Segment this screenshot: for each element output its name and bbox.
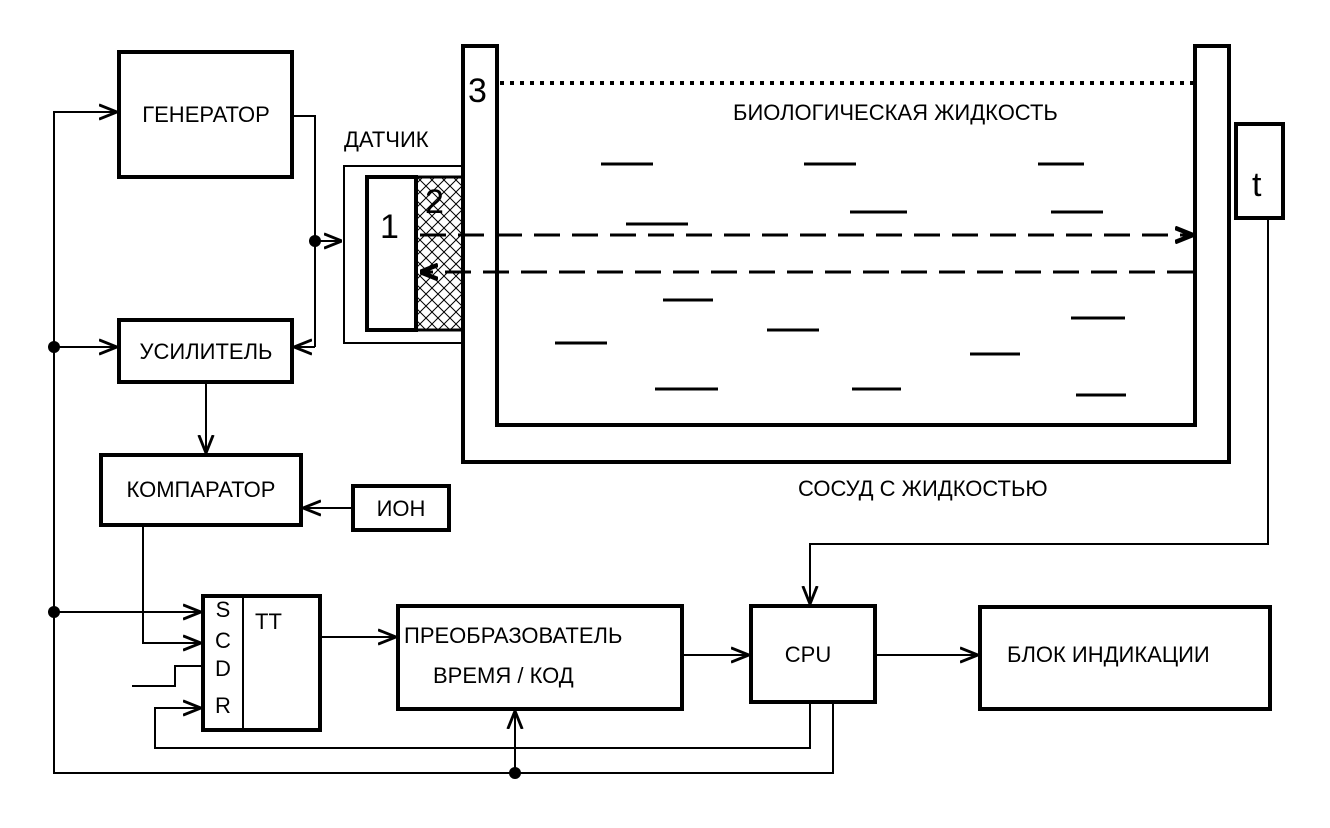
- level-marker-label: 3: [468, 72, 487, 110]
- converter-label-line1: ПРЕОБРАЗОВАТЕЛЬ: [404, 623, 622, 648]
- trigger-pin-s: S: [216, 597, 231, 622]
- matching-layer-label: 2: [425, 183, 444, 221]
- ion-block: ИОН: [351, 484, 451, 532]
- trigger-title: TT: [255, 609, 282, 634]
- thermometer-block: t: [1234, 122, 1285, 220]
- thermometer-label: t: [1252, 166, 1262, 204]
- comparator-label: КОМПАРАТОР: [127, 477, 276, 502]
- amplifier-block: УСИЛИТЕЛЬ: [117, 318, 294, 384]
- trigger-pin-r: R: [215, 693, 231, 718]
- sensor-label: ДАТЧИК: [344, 127, 429, 152]
- trigger-block: S C D R TT: [201, 594, 322, 732]
- display-block: БЛОК ИНДИКАЦИИ: [978, 605, 1272, 711]
- cpu-label: CPU: [785, 642, 831, 667]
- generator-label: ГЕНЕРАТОР: [142, 102, 270, 127]
- converter-block: ПРЕОБРАЗОВАТЕЛЬ ВРЕМЯ / КОД: [396, 604, 684, 711]
- cpu-block: CPU: [749, 604, 877, 704]
- fluid-waves: [555, 162, 1126, 397]
- display-label: БЛОК ИНДИКАЦИИ: [1007, 642, 1210, 667]
- matching-layer: [414, 175, 465, 332]
- piezo-element: [365, 175, 418, 332]
- vessel-label: СОСУД С ЖИДКОСТЬЮ: [798, 476, 1048, 501]
- piezo-element-label: 1: [380, 208, 399, 246]
- trigger-pin-d: D: [215, 656, 231, 681]
- sensor: ДАТЧИК 1 2: [343, 127, 465, 344]
- ion-label: ИОН: [377, 496, 426, 521]
- generator-block: ГЕНЕРАТОР: [117, 50, 294, 179]
- wiring: [48, 112, 1269, 779]
- vessel: 3 БИОЛОГИЧЕСКАЯ ЖИДКОСТЬ СОСУД С ЖИДКОСТ…: [420, 44, 1231, 501]
- trigger-pin-c: C: [215, 628, 231, 653]
- amplifier-label: УСИЛИТЕЛЬ: [140, 339, 273, 364]
- fluid-label: БИОЛОГИЧЕСКАЯ ЖИДКОСТЬ: [733, 100, 1058, 125]
- converter-label-line2: ВРЕМЯ / КОД: [433, 663, 574, 688]
- comparator-block: КОМПАРАТОР: [99, 453, 303, 527]
